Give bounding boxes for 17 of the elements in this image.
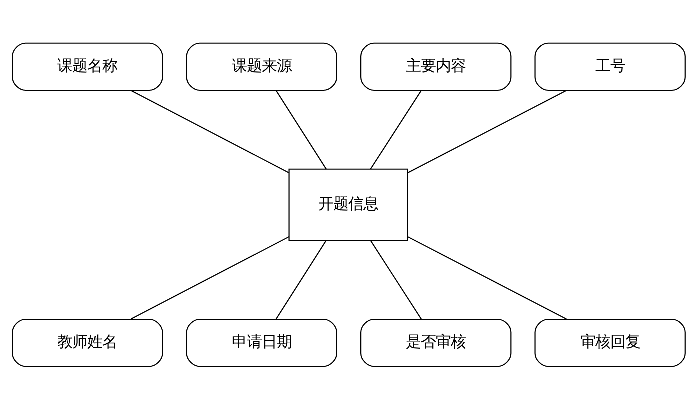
node-box: 申请日期 bbox=[186, 318, 338, 367]
connector bbox=[130, 90, 290, 173]
connector bbox=[130, 236, 290, 320]
node-box: 是否审核 bbox=[360, 318, 512, 367]
connector bbox=[276, 240, 327, 320]
connector bbox=[370, 90, 422, 170]
connector bbox=[276, 90, 327, 170]
node-box: 审核回复 bbox=[534, 318, 686, 367]
node-box: 主要内容 bbox=[360, 42, 512, 91]
connector bbox=[408, 90, 568, 174]
connector bbox=[408, 236, 567, 320]
node-box: 开题信息 bbox=[288, 168, 408, 241]
node-box: 课题名称 bbox=[12, 42, 164, 91]
connector bbox=[370, 240, 422, 320]
node-box: 课题来源 bbox=[186, 42, 338, 91]
node-box: 工号 bbox=[534, 42, 686, 91]
node-box: 教师姓名 bbox=[12, 318, 164, 367]
